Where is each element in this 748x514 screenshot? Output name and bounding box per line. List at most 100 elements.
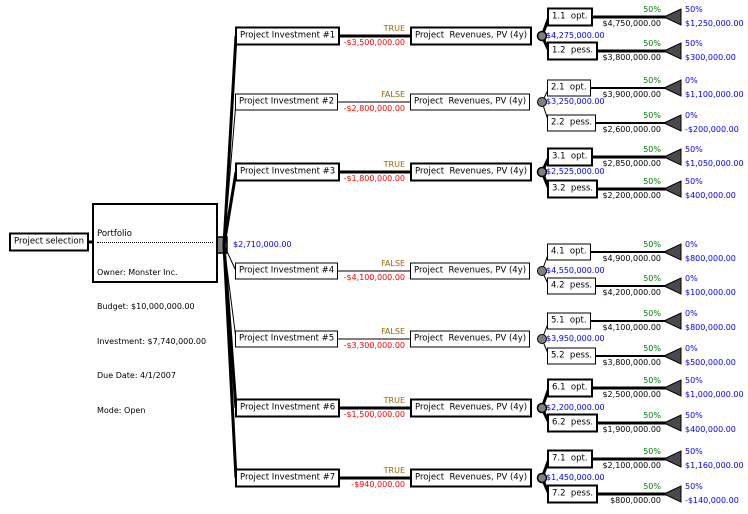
end-node-triangle-4-1[interactable] xyxy=(662,243,682,261)
chance-node-circle-3[interactable] xyxy=(536,166,548,178)
end-node-triangle-1-2[interactable] xyxy=(662,42,682,60)
end-value-6-2: $400,000.00 xyxy=(685,425,736,434)
revenues-chance-box-7[interactable]: Project Revenues, PV (4y) xyxy=(410,468,533,488)
end-node-triangle-5-2[interactable] xyxy=(662,347,682,365)
chance-node-circle-1[interactable] xyxy=(536,30,548,42)
portfolio-owner: Owner: Monster Inc. xyxy=(97,267,178,277)
end-node-triangle-6-1[interactable] xyxy=(662,379,682,397)
root-decision-box[interactable]: Project selection xyxy=(9,232,89,252)
investment-branch-box-3[interactable]: Project Investment #3 xyxy=(235,162,341,182)
revenues-node-value-5: $3,950,000.00 xyxy=(546,334,605,343)
end-node-triangle-6-2[interactable] xyxy=(662,414,682,432)
investment-branch-box-7[interactable]: Project Investment #7 xyxy=(235,468,341,488)
outcome-payoff-1-2: $3,800,000.00 xyxy=(602,53,661,62)
revenues-chance-box-1[interactable]: Project Revenues, PV (4y) xyxy=(410,26,533,46)
outcome-box-3-1[interactable]: 3.1 opt. xyxy=(547,147,593,167)
chance-node-circle-4[interactable] xyxy=(537,266,547,276)
end-node-triangle-3-2[interactable] xyxy=(662,180,682,198)
investment-cost-2: -$2,800,000.00 xyxy=(343,104,405,113)
revenues-node-value-2: $3,250,000.00 xyxy=(546,97,605,106)
decision-flag-7: TRUE xyxy=(383,466,405,475)
end-value-5-1: $800,000.00 xyxy=(685,323,736,332)
end-prob-7-1: 50% xyxy=(685,447,703,456)
revenues-chance-box-6[interactable]: Project Revenues, PV (4y) xyxy=(410,398,533,418)
revenues-chance-box-3[interactable]: Project Revenues, PV (4y) xyxy=(410,162,533,182)
portfolio-box[interactable]: Portfolio Owner: Monster Inc. Budget: $1… xyxy=(92,203,218,415)
outcome-payoff-7-2: $800,000.00 xyxy=(610,496,661,505)
end-value-4-2: $100,000.00 xyxy=(685,288,736,297)
outcome-box-6-2[interactable]: 6.2 pess. xyxy=(547,413,599,433)
end-node-triangle-7-1[interactable] xyxy=(662,450,682,468)
portfolio-budget: Budget: $10,000,000.00 xyxy=(97,302,195,311)
investment-branch-box-5[interactable]: Project Investment #5 xyxy=(235,330,339,348)
outcome-prob-1-2: 50% xyxy=(643,39,661,48)
decision-flag-6: TRUE xyxy=(383,396,405,405)
outcome-box-7-1[interactable]: 7.1 opt. xyxy=(547,449,593,469)
end-prob-5-1: 0% xyxy=(685,309,698,318)
outcome-payoff-1-1: $4,750,000.00 xyxy=(602,19,661,28)
outcome-payoff-6-1: $2,500,000.00 xyxy=(602,390,661,399)
outcome-box-4-2[interactable]: 4.2 pess. xyxy=(547,277,597,295)
portfolio-investment: Investment: $7,740,000.00 xyxy=(97,336,207,346)
decision-flag-1: TRUE xyxy=(383,24,405,33)
outcome-prob-5-1: 50% xyxy=(643,309,661,318)
portfolio-mode: Mode: Open xyxy=(97,405,146,415)
portfolio-due-date: Due Date: 4/1/2007 xyxy=(97,371,176,380)
end-value-2-1: $1,100,000.00 xyxy=(685,90,744,99)
outcome-prob-2-1: 50% xyxy=(643,76,661,85)
end-node-triangle-1-1[interactable] xyxy=(662,8,682,26)
chance-node-circle-6[interactable] xyxy=(536,402,548,414)
end-node-triangle-7-2[interactable] xyxy=(662,485,682,503)
decision-flag-5: FALSE xyxy=(381,327,405,336)
end-node-triangle-3-1[interactable] xyxy=(662,148,682,166)
investment-branch-box-1[interactable]: Project Investment #1 xyxy=(235,26,341,46)
outcome-box-4-1[interactable]: 4.1 opt. xyxy=(547,243,591,261)
end-value-3-2: $400,000.00 xyxy=(685,191,736,200)
outcome-box-5-1[interactable]: 5.1 opt. xyxy=(547,312,591,330)
investment-branch-box-6[interactable]: Project Investment #6 xyxy=(235,398,341,418)
outcome-box-5-2[interactable]: 5.2 pess. xyxy=(547,347,597,365)
revenues-chance-box-4[interactable]: Project Revenues, PV (4y) xyxy=(410,262,531,280)
end-value-4-1: $800,000.00 xyxy=(685,254,736,263)
outcome-payoff-5-2: $3,800,000.00 xyxy=(602,358,661,367)
outcome-prob-3-1: 50% xyxy=(643,145,661,154)
outcome-box-1-1[interactable]: 1.1 opt. xyxy=(547,7,593,27)
outcome-payoff-6-2: $1,900,000.00 xyxy=(602,425,661,434)
end-prob-3-1: 50% xyxy=(685,145,703,154)
investment-branch-box-4[interactable]: Project Investment #4 xyxy=(235,262,339,280)
revenues-node-value-6: $2,200,000.00 xyxy=(546,403,605,412)
outcome-payoff-3-2: $2,200,000.00 xyxy=(602,191,661,200)
end-value-2-2: -$200,000.00 xyxy=(685,125,739,134)
revenues-node-value-3: $2,525,000.00 xyxy=(546,167,605,176)
outcome-box-1-2[interactable]: 1.2 pess. xyxy=(547,41,599,61)
end-value-1-2: $300,000.00 xyxy=(685,53,736,62)
investment-cost-6: -$1,500,000.00 xyxy=(343,410,405,419)
outcome-box-2-2[interactable]: 2.2 pess. xyxy=(547,114,597,132)
end-node-triangle-5-1[interactable] xyxy=(662,312,682,330)
chance-node-circle-5[interactable] xyxy=(537,334,547,344)
chance-node-circle-2[interactable] xyxy=(537,97,547,107)
outcome-prob-4-1: 50% xyxy=(643,240,661,249)
outcome-box-3-2[interactable]: 3.2 pess. xyxy=(547,179,599,199)
chance-node-circle-7[interactable] xyxy=(536,472,548,484)
outcome-prob-6-1: 50% xyxy=(643,376,661,385)
outcome-box-7-2[interactable]: 7.2 pess. xyxy=(547,484,599,504)
revenues-chance-box-5[interactable]: Project Revenues, PV (4y) xyxy=(410,330,531,348)
end-value-7-1: $1,160,000.00 xyxy=(685,461,744,470)
end-prob-1-2: 50% xyxy=(685,39,703,48)
end-node-triangle-4-2[interactable] xyxy=(662,277,682,295)
investment-cost-3: -$1,800,000.00 xyxy=(343,174,405,183)
decision-fan-line-1 xyxy=(222,35,238,246)
portfolio-node-value: $2,710,000.00 xyxy=(233,240,292,249)
investment-branch-box-2[interactable]: Project Investment #2 xyxy=(235,93,339,111)
decision-flag-2: FALSE xyxy=(381,90,405,99)
decision-fan-line-7 xyxy=(222,244,238,479)
end-prob-2-2: 0% xyxy=(685,111,698,120)
outcome-box-6-1[interactable]: 6.1 opt. xyxy=(547,378,593,398)
revenues-node-value-7: $1,450,000.00 xyxy=(546,473,605,482)
end-node-triangle-2-2[interactable] xyxy=(662,114,682,132)
outcome-box-2-1[interactable]: 2.1 opt. xyxy=(547,79,591,97)
end-node-triangle-2-1[interactable] xyxy=(662,79,682,97)
revenues-chance-box-2[interactable]: Project Revenues, PV (4y) xyxy=(410,93,531,111)
